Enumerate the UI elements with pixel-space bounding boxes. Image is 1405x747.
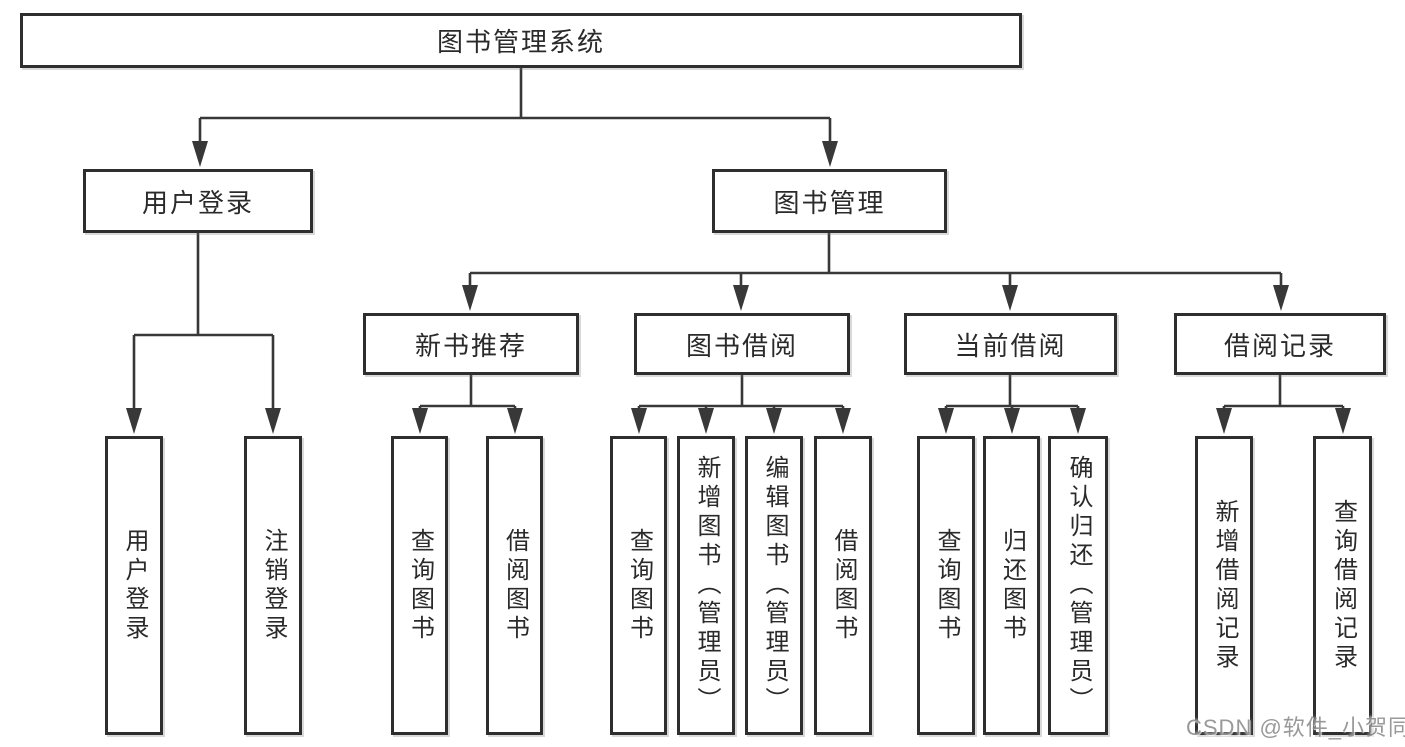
node-leaf-query-borrow-record: 查询借阅记录 — [1313, 436, 1372, 735]
node-leaf-logout: 注销登录 — [244, 436, 302, 735]
node-leaf-return-books: 归还图书 — [983, 436, 1040, 735]
node-borrow-records: 借阅记录 — [1174, 313, 1386, 375]
node-leaf-add-borrow-record: 新增借阅记录 — [1195, 436, 1253, 735]
node-leaf-edit-books-admin: 编辑图书（管理员） — [745, 436, 803, 735]
node-leaf-query-books-recommend: 查询图书 — [391, 436, 448, 735]
node-leaf-borrow-books-recommend: 借阅图书 — [486, 436, 543, 735]
node-new-book-recommend: 新书推荐 — [363, 313, 579, 375]
node-leaf-query-books-borrowing: 查询图书 — [610, 436, 667, 735]
node-leaf-borrow-books-borrowing: 借阅图书 — [814, 436, 872, 735]
node-leaf-query-books-current: 查询图书 — [917, 436, 975, 735]
node-root: 图书管理系统 — [20, 13, 1022, 68]
watermark: CSDN @软件_小贺同学 — [1186, 715, 1405, 740]
node-current-borrowing: 当前借阅 — [904, 313, 1117, 375]
node-leaf-confirm-return-admin: 确认归还（管理员） — [1048, 436, 1108, 735]
node-user-login: 用户登录 — [83, 169, 313, 233]
node-book-borrowing: 图书借阅 — [634, 313, 850, 375]
node-leaf-user-login: 用户登录 — [105, 436, 163, 735]
connector-arrowheads — [126, 141, 1351, 434]
node-book-management: 图书管理 — [712, 169, 947, 233]
connector-lines — [132, 68, 1345, 412]
node-leaf-add-books-admin: 新增图书（管理员） — [677, 436, 735, 735]
